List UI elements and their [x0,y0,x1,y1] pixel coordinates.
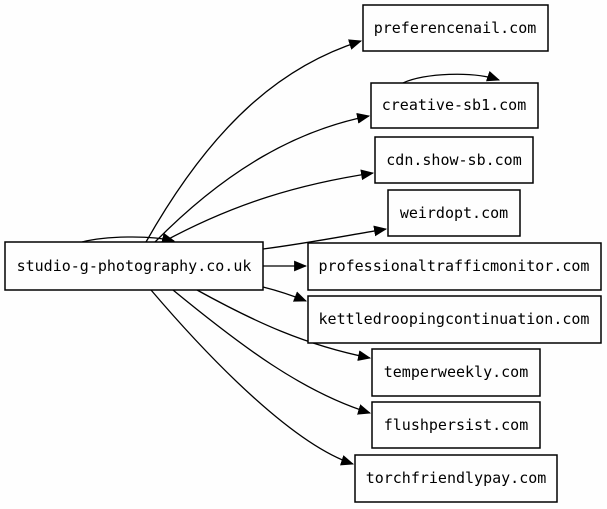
node-kettledroopingcontinuation: kettledroopingcontinuation.com [307,295,602,344]
node-temperweekly: temperweekly.com [371,348,541,397]
node-label: torchfriendlypay.com [366,469,547,487]
node-weirdopt: weirdopt.com [387,189,521,237]
edge-studio-to-flushpersist [172,289,372,415]
edge-creative-sb1-self-loop [402,70,501,84]
node-box [370,82,539,129]
node-box [387,189,521,237]
edge-studio-to-weirdopt [262,225,388,250]
edge-studio-to-preferencenail [145,39,363,243]
node-box [307,242,602,291]
node-studio-g-photography: studio-g-photography.co.uk [4,241,264,291]
edge-studio-to-creative-sb1 [154,112,371,243]
edge-studio-to-torchfriendlypay [150,289,355,466]
node-box [307,295,602,344]
node-creative-sb1: creative-sb1.com [370,82,539,129]
node-label: temperweekly.com [384,363,529,381]
edge-studio-to-cdn-show-sb [162,169,375,243]
edge-studio-to-temperweekly [196,289,372,361]
node-label: creative-sb1.com [382,96,527,114]
nodes-layer: studio-g-photography.co.uk preferencenai… [4,4,602,503]
node-box [374,136,534,184]
edge-studio-to-kettledroopingcontinuation [262,286,308,302]
node-label: kettledroopingcontinuation.com [319,310,590,328]
node-box [4,241,264,291]
node-preferencenail: preferencenail.com [362,4,549,52]
node-label: studio-g-photography.co.uk [17,257,252,275]
node-flushpersist: flushpersist.com [371,401,541,449]
node-label: preferencenail.com [374,19,537,37]
node-professionaltrafficmonitor: professionaltrafficmonitor.com [307,242,602,291]
node-label: flushpersist.com [384,416,529,434]
node-box [354,454,558,503]
node-label: professionaltrafficmonitor.com [319,257,590,275]
node-box [371,401,541,449]
node-torchfriendlypay: torchfriendlypay.com [354,454,558,503]
edge-studio-self-loop [81,232,176,244]
node-box [371,348,541,397]
node-label: cdn.show-sb.com [386,151,521,169]
edges-layer [81,39,501,466]
node-cdn-show-sb: cdn.show-sb.com [374,136,534,184]
node-box [362,4,549,52]
node-label: weirdopt.com [400,204,508,222]
